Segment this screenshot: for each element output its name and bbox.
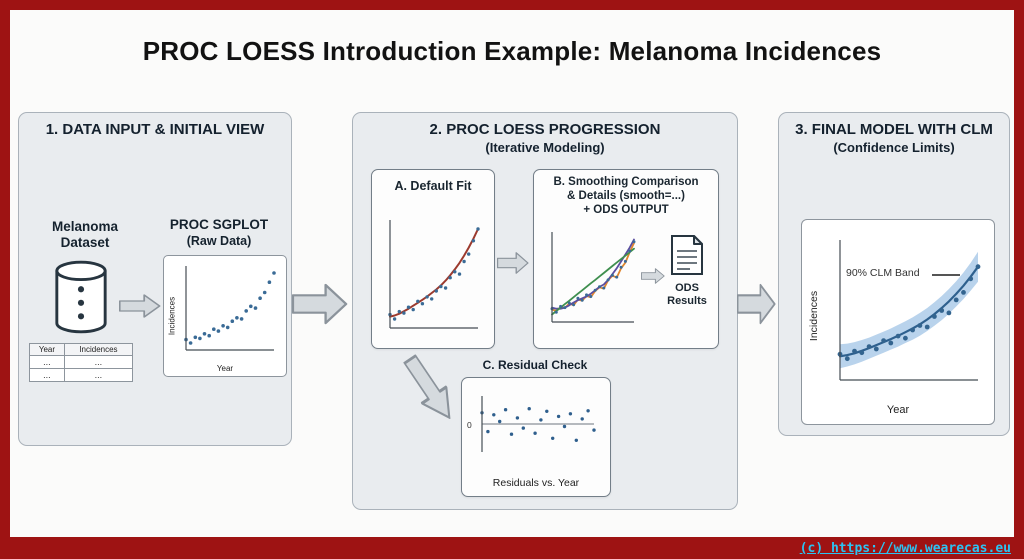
- panel2-title-line2: (Iterative Modeling): [485, 140, 605, 155]
- zero-label: 0: [467, 420, 472, 430]
- arrow-a-to-b-icon: [497, 249, 529, 277]
- panel-loess-progression: 2. PROC LOESS PROGRESSION (Iterative Mod…: [352, 112, 738, 510]
- arrow-dataset-to-sgplot-icon: [119, 291, 161, 321]
- table-cell: ...: [29, 355, 65, 369]
- box-residual-check: 0 Residuals vs. Year: [461, 377, 611, 497]
- table-cell: ...: [63, 368, 134, 382]
- sgplot-label-line2: (Raw Data): [186, 234, 252, 248]
- clm-chart: [834, 236, 982, 386]
- clm-annotation: 90% CLM Band: [846, 267, 920, 279]
- dataset-label: Melanoma Dataset: [51, 219, 119, 251]
- panel3-title-line2: (Confidence Limits): [833, 140, 955, 155]
- page-title: PROC LOESS Introduction Example: Melanom…: [142, 36, 882, 66]
- annotation-line: [932, 274, 960, 276]
- box-c-title: C. Residual Check: [482, 358, 588, 372]
- box-default-fit: A. Default Fit: [371, 169, 495, 349]
- box-b-title-line2: & Details (smooth=...): [567, 190, 685, 202]
- box-smoothing-comparison: B. Smoothing Comparison & Details (smoot…: [533, 169, 719, 349]
- arrow-panel2-to-panel3-icon: [737, 278, 776, 330]
- table-cell: ...: [29, 368, 65, 382]
- arrow-a-to-c-icon: [393, 347, 468, 431]
- sgplot-xlabel: Year: [216, 364, 234, 373]
- smoothing-comparison-chart: [546, 228, 638, 328]
- ods-results-label: ODS Results: [667, 282, 707, 307]
- sgplot-ylabel: Incidences: [167, 296, 177, 336]
- canvas: PROC LOESS Introduction Example: Melanom…: [10, 10, 1014, 537]
- copyright-text: (c) https://www.wearecas.eu: [799, 541, 1011, 556]
- residual-chart: [476, 392, 598, 458]
- panel-final-model: 3. FINAL MODEL WITH CLM (Confidence Limi…: [778, 112, 1010, 436]
- box-a-title: A. Default Fit: [394, 179, 472, 193]
- table-row: ... ...: [29, 355, 134, 369]
- table-header-year: Year: [29, 343, 65, 356]
- table-cell: ...: [63, 355, 134, 369]
- panel-data-input: 1. DATA INPUT & INITIAL VIEW Melanoma Da…: [18, 112, 292, 446]
- dataset-preview-table: Year Incidences ... ... ... ...: [29, 343, 134, 382]
- sgplot-label-line1: PROC SGPLOT: [169, 217, 269, 232]
- raw-scatter-chart: [180, 262, 278, 356]
- panel3-title-line1: 3. FINAL MODEL WITH CLM: [795, 121, 993, 138]
- panel1-title: 1. DATA INPUT & INITIAL VIEW: [45, 121, 265, 138]
- clm-xlabel: Year: [886, 404, 910, 416]
- box-b-title-line1: B. Smoothing Comparison: [553, 176, 699, 188]
- clm-plot: Incidences 90% CLM Band Year: [801, 219, 995, 425]
- database-icon: [52, 259, 110, 335]
- sgplot-raw-plot: Incidences Year: [163, 255, 287, 377]
- table-row: ... ...: [29, 368, 134, 382]
- table-header-incidences: Incidences: [63, 343, 134, 356]
- clm-ylabel: Incidences: [808, 290, 820, 341]
- box-b-title-line3: + ODS OUTPUT: [583, 204, 669, 216]
- arrow-plot-to-ods-icon: [641, 266, 665, 286]
- arrow-panel1-to-panel2-icon: [292, 278, 348, 330]
- residual-caption: Residuals vs. Year: [492, 477, 580, 489]
- panel2-title-line1: 2. PROC LOESS PROGRESSION: [429, 121, 661, 138]
- document-icon: [670, 234, 704, 276]
- default-fit-chart: [384, 216, 482, 334]
